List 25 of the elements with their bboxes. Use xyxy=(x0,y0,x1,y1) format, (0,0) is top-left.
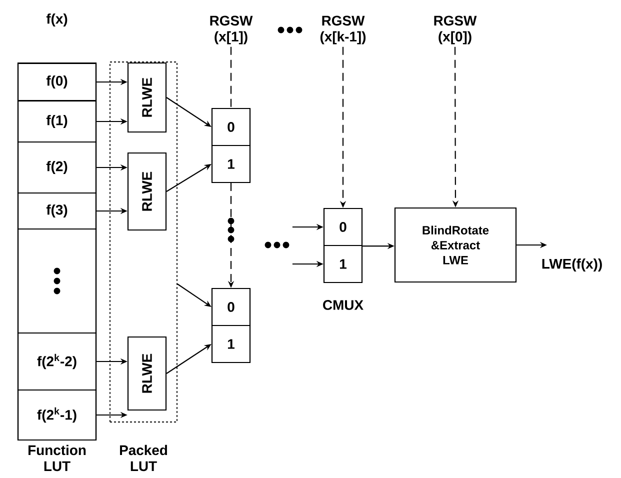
table-cell: 1 xyxy=(211,324,251,364)
table-cell: 1 xyxy=(211,144,251,184)
table-cell: f(3) xyxy=(17,192,97,230)
rlwe-box: RLWE xyxy=(127,62,167,133)
table-cell: f(2$^{k}$-2) xyxy=(17,332,97,391)
group-caption: Packed LUT xyxy=(120,444,168,472)
table-cell: 0 xyxy=(323,208,363,246)
table-cell: f(2$^{k}$-1) xyxy=(17,389,97,441)
table-cell: f(1) xyxy=(17,100,97,143)
table-cell: 0 xyxy=(211,288,251,326)
rlwe-box: RLWE xyxy=(127,336,167,411)
rlwe-box: RLWE xyxy=(127,152,167,231)
table-cell: f(0) xyxy=(17,62,97,102)
table-cell: 1 xyxy=(323,244,363,284)
table-cell: f(2) xyxy=(17,141,97,194)
ellipsis-cell xyxy=(17,228,97,334)
mux-label: CMUX xyxy=(323,300,364,310)
table-cell: 0 xyxy=(211,108,251,146)
column-caption: Function LUT xyxy=(28,444,86,472)
input-label: RGSW (x[0]) xyxy=(434,16,477,44)
process-box: BlindRotate &Extract LWE xyxy=(394,207,517,283)
input-label: RGSW (x[1]) xyxy=(210,16,253,44)
input-label: RGSW (x[k-1]) xyxy=(320,16,366,44)
output-label: LWE(f(x)) xyxy=(542,258,602,272)
column-heading: f(x) xyxy=(46,14,68,26)
